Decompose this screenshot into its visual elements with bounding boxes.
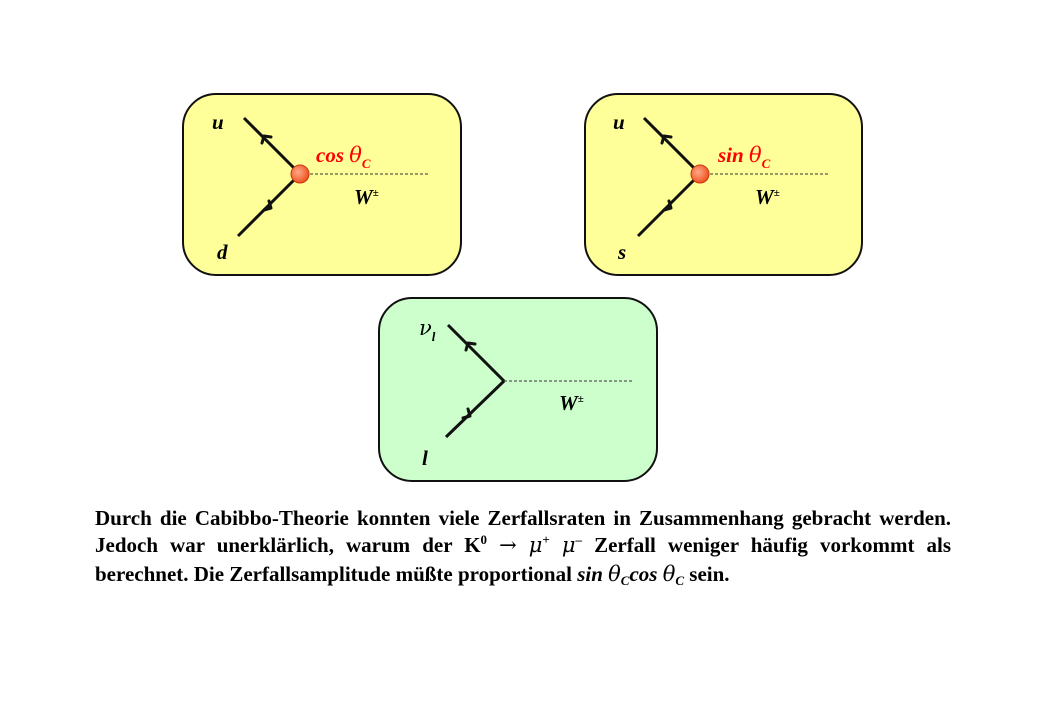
mu-symbol: μ (561, 533, 576, 557)
theta-symbol: θ (608, 562, 621, 586)
lepton-line-in (444, 379, 506, 439)
quark-line-out (642, 116, 702, 176)
diagram-ud (236, 116, 428, 238)
w-boson-label: W± (559, 393, 584, 414)
quark-label-s: s (618, 240, 627, 264)
coupling-func: cos (316, 143, 344, 167)
arrow-out (260, 134, 273, 145)
lepton-line-out (446, 323, 506, 383)
caption-text-2: Zerfall weniger häufig vorkommt als bere… (95, 533, 951, 586)
caption-text-1: Durch die Cabibbo-Theorie konnten viele … (95, 506, 951, 557)
mu-plus: + (542, 532, 550, 547)
mu-minus: – (575, 532, 583, 547)
coupling-sin-theta-c: sin θC (718, 143, 770, 171)
boson-base: W (559, 391, 578, 415)
quark-label-d: d (217, 240, 228, 264)
lepton-label: l (422, 446, 428, 470)
cos-text: cos (629, 562, 658, 586)
boson-base: W (755, 185, 774, 209)
diagram-us (636, 116, 828, 238)
neutrino-label: νl (419, 316, 435, 344)
w-boson-label: W± (755, 187, 780, 208)
arrow-in (662, 199, 673, 212)
nu-subscript: l (431, 329, 436, 344)
arrow-out (464, 341, 477, 352)
caption-paragraph: Durch die Cabibbo-Theorie konnten viele … (95, 505, 951, 590)
quark-label-u: u (212, 110, 224, 134)
diagram-ud-panel (182, 93, 462, 276)
sin-text: sin (577, 562, 603, 586)
coupling-cos-theta-c: cos θC (316, 143, 371, 171)
w-boson-label: W± (354, 187, 379, 208)
vertex (290, 164, 310, 184)
boson-charge: ± (773, 187, 780, 199)
quark-label-u: u (613, 110, 625, 134)
theta-symbol: θ (748, 143, 762, 167)
diagram-us-panel (584, 93, 863, 276)
theta-subscript: C (761, 156, 771, 171)
diagram-lepton-panel (378, 297, 658, 482)
theta-subscript: C (675, 573, 685, 588)
quark-line-out (242, 116, 302, 176)
arrow-in (461, 407, 472, 420)
theta-symbol: θ (662, 562, 676, 586)
theta-symbol: θ (349, 143, 362, 167)
theta-subscript: C (361, 156, 371, 171)
mu-symbol: μ (528, 533, 543, 557)
k-superscript: 0 (480, 532, 488, 547)
boson-charge: ± (372, 187, 379, 199)
nu-symbol: ν (419, 316, 432, 340)
arrow-in (262, 199, 273, 212)
diagram-lepton (444, 323, 632, 439)
vertex (690, 164, 710, 184)
coupling-func: sin (718, 143, 744, 167)
boson-base: W (354, 185, 373, 209)
theta-subscript: C (620, 573, 630, 588)
boson-charge: ± (577, 393, 584, 405)
arrow-out (660, 134, 673, 145)
caption-text-3: sein. (689, 562, 730, 586)
decay-arrow: → (499, 533, 517, 557)
